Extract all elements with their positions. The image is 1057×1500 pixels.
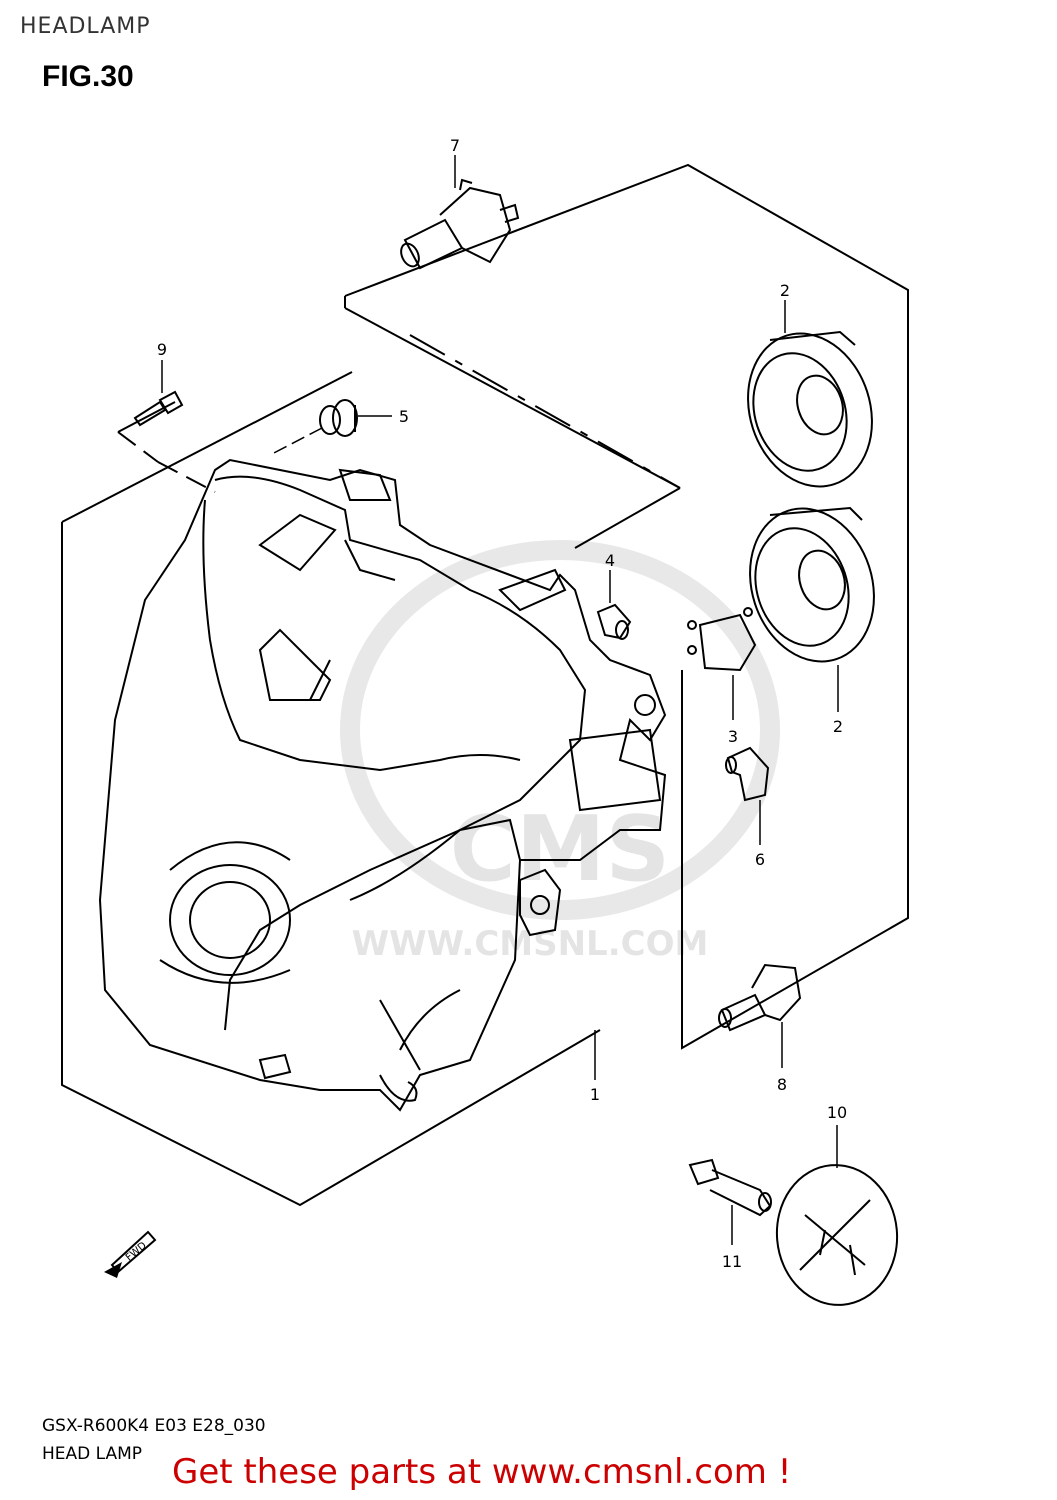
- lens-cap: [775, 1164, 899, 1306]
- socket-holder: [687, 607, 757, 672]
- diagram-code: GSX-R600K4 E03 E28_030: [42, 1416, 266, 1436]
- callout-1: 1: [590, 1085, 600, 1104]
- callout-5: 5: [399, 407, 409, 426]
- watermark-url: WWW.CMSNL.COM: [352, 924, 709, 964]
- callout-2-upper: 2: [780, 281, 790, 300]
- assembly-outline: [61, 163, 909, 1207]
- promo-link[interactable]: Get these parts at www.cmsnl.com !: [172, 1452, 792, 1492]
- callout-11: 11: [722, 1252, 742, 1271]
- callout-9: 9: [157, 340, 167, 359]
- elbow-cap: [725, 746, 770, 802]
- watermark: CMS WWW.CMSNL.COM: [340, 540, 780, 964]
- watermark-logo: CMS: [450, 797, 670, 902]
- headlamp-housing: [98, 458, 667, 1112]
- callout-6: 6: [755, 850, 765, 869]
- callout-4: 4: [605, 551, 615, 570]
- callout-2-lower: 2: [833, 717, 843, 736]
- lamp-cover-upper: [747, 330, 873, 488]
- figure-number: FIG.30: [42, 60, 134, 93]
- bulb-h4-top: [400, 178, 520, 270]
- forward-direction-arrow: FWD: [104, 1230, 157, 1278]
- bulb-h4-bottom: [718, 963, 802, 1032]
- small-bulb-socket: [596, 603, 632, 640]
- diagram-name: HEAD LAMP: [42, 1444, 143, 1464]
- callout-8: 8: [777, 1075, 787, 1094]
- callout-7: 7: [450, 136, 460, 155]
- page-title: HEADLAMP: [20, 14, 151, 39]
- adjuster-bolt: [688, 1158, 772, 1217]
- callout-10: 10: [827, 1103, 847, 1122]
- grommet: [319, 399, 358, 437]
- callout-labels: 1 2 2 3 4 5 6 7 8 9 10 11: [157, 136, 847, 1271]
- callout-3: 3: [728, 727, 738, 746]
- lamp-cover-lower: [749, 506, 875, 663]
- screw: [133, 390, 184, 427]
